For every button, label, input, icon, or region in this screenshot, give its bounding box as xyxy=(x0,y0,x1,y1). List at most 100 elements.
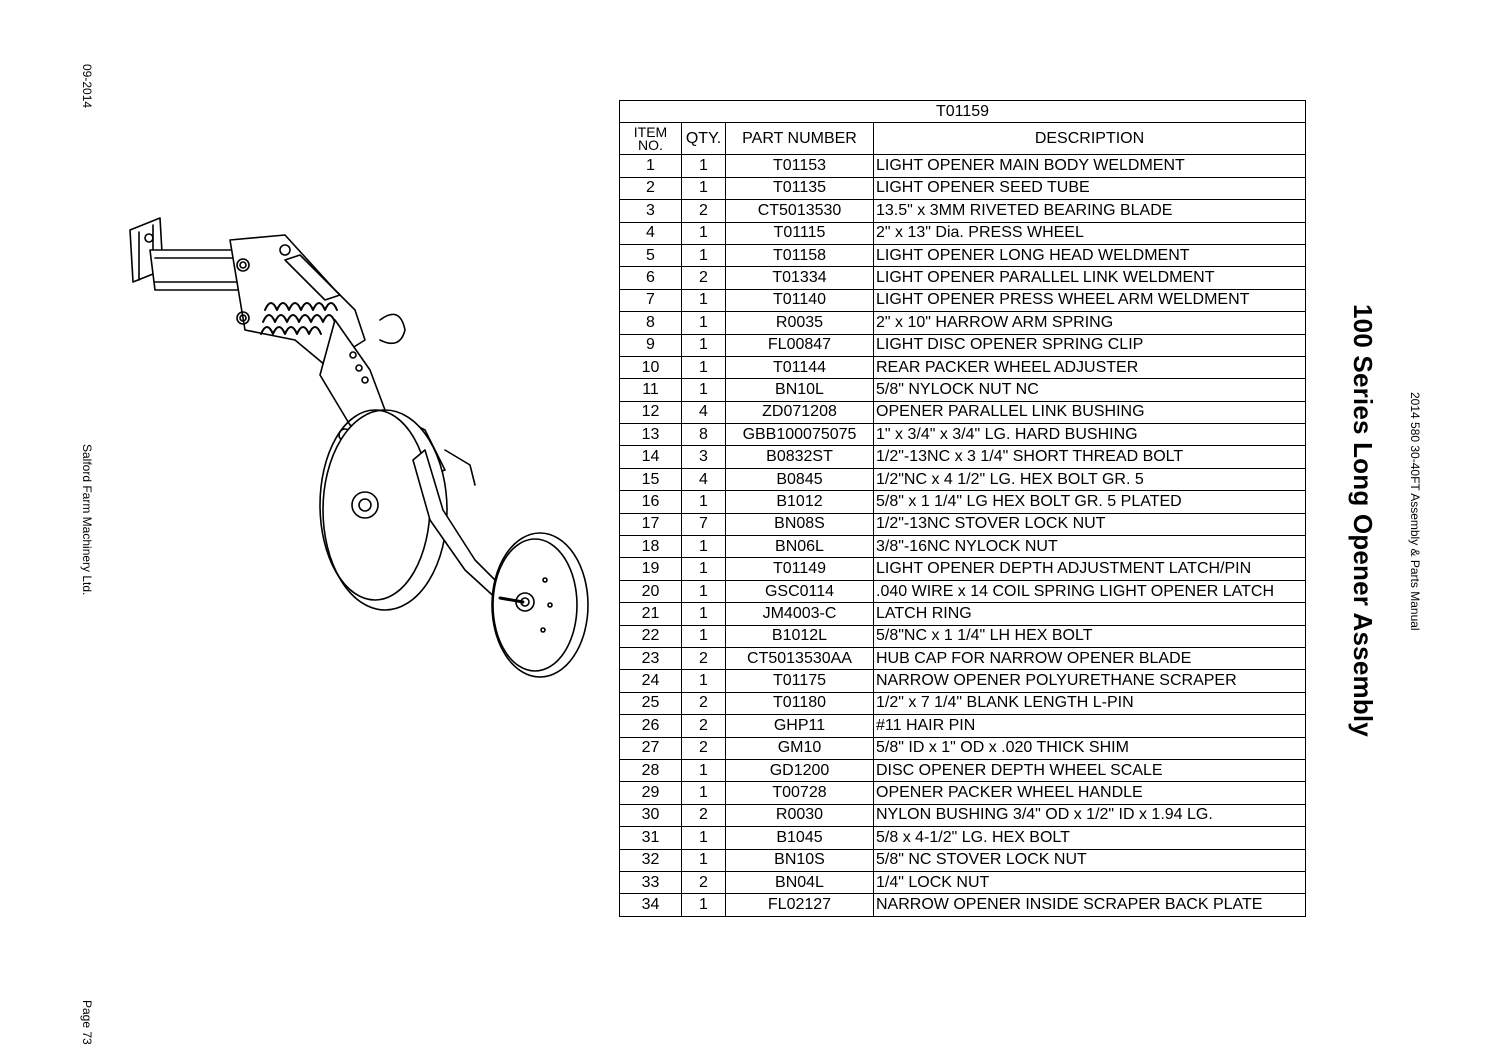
part-number-cell: GHP11 xyxy=(725,714,874,738)
header-item-no: ITEM NO. xyxy=(619,122,682,156)
description-cell: LIGHT DISC OPENER SPRING CLIP xyxy=(872,333,1307,357)
description-cell: NARROW OPENER POLYURETHANE SCRAPER xyxy=(872,669,1307,693)
opener-assembly-drawing xyxy=(129,217,589,678)
description-cell: 5/8" ID x 1" OD x .020 THICK SHIM xyxy=(872,736,1307,760)
description-cell: LIGHT OPENER SEED TUBE xyxy=(872,176,1307,201)
description-cell: .040 WIRE x 14 COIL SPRING LIGHT OPENER … xyxy=(872,579,1307,604)
item-number-cell: 16 xyxy=(619,490,682,514)
revision-date: 09-2014 xyxy=(80,64,94,109)
part-number-cell: R0035 xyxy=(725,311,874,335)
part-number-cell: CT5013530AA xyxy=(725,646,874,671)
item-number-cell: 3 xyxy=(619,199,682,223)
item-number-cell: 22 xyxy=(619,624,682,648)
part-number-cell: R0030 xyxy=(725,803,874,828)
part-number-cell: T01140 xyxy=(725,288,874,313)
description-cell: LIGHT OPENER PARALLEL LINK WELDMENT xyxy=(872,266,1307,290)
part-number-cell: B1012 xyxy=(725,490,874,514)
description-cell: HUB CAP FOR NARROW OPENER BLADE xyxy=(872,646,1307,671)
part-number-cell: T00728 xyxy=(725,781,874,805)
qty-cell: 2 xyxy=(681,870,726,895)
header-qty: QTY. xyxy=(681,122,726,156)
part-number-cell: BN04L xyxy=(725,870,874,895)
qty-cell: 2 xyxy=(681,646,726,671)
parts-table: T01159 ITEM NO. QTY. PART NUMBER DESCRIP… xyxy=(618,99,1307,917)
part-number-cell: GSC0114 xyxy=(725,579,874,604)
description-cell: NARROW OPENER INSIDE SCRAPER BACK PLATE xyxy=(872,893,1307,917)
qty-cell: 1 xyxy=(681,557,726,581)
qty-cell: 3 xyxy=(681,445,726,469)
item-number-cell: 15 xyxy=(619,467,682,492)
item-number-cell: 24 xyxy=(619,669,682,693)
qty-cell: 1 xyxy=(681,333,726,357)
item-number-cell: 31 xyxy=(619,826,682,850)
item-number-cell: 32 xyxy=(619,848,682,872)
qty-cell: 1 xyxy=(681,602,726,626)
qty-cell: 1 xyxy=(681,355,726,380)
item-number-cell: 33 xyxy=(619,870,682,895)
part-number-cell: GD1200 xyxy=(725,758,874,783)
description-cell: NYLON BUSHING 3/4" OD x 1/2" ID x 1.94 L… xyxy=(872,803,1307,828)
item-number-cell: 12 xyxy=(619,400,682,425)
description-cell: 5/8" NYLOCK NUT NC xyxy=(872,378,1307,402)
qty-cell: 2 xyxy=(681,714,726,738)
item-number-cell: 19 xyxy=(619,557,682,581)
description-cell: DISC OPENER DEPTH WHEEL SCALE xyxy=(872,758,1307,783)
qty-cell: 1 xyxy=(681,826,726,850)
description-cell: 5/8"NC x 1 1/4" LH HEX BOLT xyxy=(872,624,1307,648)
description-cell: 5/8 x 4-1/2" LG. HEX BOLT xyxy=(872,826,1307,850)
qty-cell: 2 xyxy=(681,266,726,290)
qty-cell: 1 xyxy=(681,893,726,917)
company-name: Salford Farm Machinery Ltd. xyxy=(80,444,94,596)
description-cell: #11 HAIR PIN xyxy=(872,714,1307,738)
manual-title: 2014 580 30-40FT Assembly & Parts Manual xyxy=(1408,392,1422,631)
item-number-cell: 27 xyxy=(619,736,682,760)
item-number-cell: 18 xyxy=(619,535,682,559)
description-cell: 1/2"-13NC STOVER LOCK NUT xyxy=(872,512,1307,537)
part-number-cell: BN10L xyxy=(725,378,874,402)
description-cell: 1/2"NC x 4 1/2" LG. HEX BOLT GR. 5 xyxy=(872,467,1307,492)
qty-cell: 1 xyxy=(681,579,726,604)
qty-cell: 1 xyxy=(681,490,726,514)
header-part-number: PART NUMBER xyxy=(725,122,874,156)
part-number-cell: T01180 xyxy=(725,691,874,716)
item-number-cell: 28 xyxy=(619,758,682,783)
part-number-cell: GBB100075075 xyxy=(725,423,874,447)
part-number-cell: T01158 xyxy=(725,243,874,268)
description-cell: LIGHT OPENER DEPTH ADJUSTMENT LATCH/PIN xyxy=(872,557,1307,581)
description-cell: LIGHT OPENER MAIN BODY WELDMENT xyxy=(872,154,1307,178)
description-cell: 5/8" x 1 1/4" LG HEX BOLT GR. 5 PLATED xyxy=(872,490,1307,514)
part-number-cell: T01149 xyxy=(725,557,874,581)
part-number-cell: B0845 xyxy=(725,467,874,492)
description-cell: 2" x 13" Dia. PRESS WHEEL xyxy=(872,221,1307,245)
part-number-cell: BN10S xyxy=(725,848,874,872)
part-number-cell: CT5013530 xyxy=(725,199,874,223)
assembly-title: 100 Series Long Opener Assembly xyxy=(1348,304,1378,737)
page-number: Page 73 xyxy=(80,1000,94,1045)
item-number-cell: 23 xyxy=(619,646,682,671)
qty-cell: 4 xyxy=(681,467,726,492)
qty-cell: 1 xyxy=(681,154,726,178)
part-number-cell: B0832ST xyxy=(725,445,874,469)
qty-cell: 1 xyxy=(681,288,726,313)
